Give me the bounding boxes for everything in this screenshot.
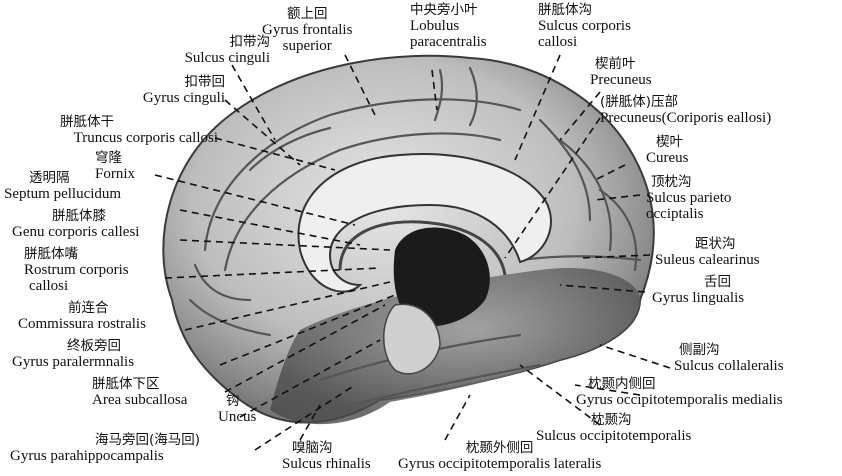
label-gyrus-occipitotemporalis-lateralis: 枕颞外侧回 Gyrus occipitotemporalis lateralis <box>398 440 601 472</box>
label-gyrus-paraterminalis: 终板旁回 Gyrus paralermnalis <box>12 338 134 370</box>
label-commissura-rostralis: 前连合 Commissura rostralis <box>18 300 146 332</box>
label-sulcus-collateralis: 侧副沟 Sulcus collaleralis <box>674 342 784 374</box>
label-genu-corporis-callosi: 胼胝体膝 Genu corporis callesi <box>12 208 139 240</box>
label-gyrus-lingualis: 舌回 Gyrus lingualis <box>652 274 744 306</box>
label-rostrum-corporis-callosi: 胼胝体嘴 Rostrum corporis callosi <box>24 246 129 294</box>
label-uncus: 钩 Uncus <box>218 393 256 425</box>
label-truncus-corporis-callosi: 胼胝体干 Truncus corporis callosi <box>10 114 218 146</box>
label-sulcus-occipitotemporalis: 枕颞沟 Sulcus occipitotemporalis <box>536 412 691 444</box>
label-gyrus-cinguli: 扣带回 Gyrus cinguli <box>100 74 225 106</box>
label-sulcus-corporis-callosi: 胼胝体沟 Sulcus corporis callosi <box>538 2 631 50</box>
label-area-subcallosa: 胼胝体下区 Area subcallosa <box>92 376 187 408</box>
label-septum-pellucidum: 透明隔 Septum pellucidum <box>4 170 121 202</box>
label-sulcus-cinguli: 扣带沟 Sulcus cinguli <box>140 34 270 66</box>
label-precuneus: 楔前叶 Precuneus <box>590 56 652 88</box>
label-gyrus-parahippocampalis: 海马旁回(海马回) Gyrus parahippocampalis <box>90 432 200 464</box>
label-cuneus: 楔叶 Cureus <box>646 134 689 166</box>
label-precuneus-splenium: (胼胝体)压部 Precuneus(Coriporis eallosi) <box>600 94 771 126</box>
label-sulcus-rhinalis: 嗅脑沟 Sulcus rhinalis <box>282 440 371 472</box>
label-sulcus-calcarinus: 距状沟 Suleus calearinus <box>655 236 760 268</box>
label-gyrus-occipitotemporalis-medialis: 枕颞内侧回 Gyrus occipitotemporalis medialis <box>576 376 783 408</box>
label-sulcus-parieto-occipitalis: 顶枕沟 Sulcus parieto occiptalis <box>646 174 731 222</box>
label-lobulus-paracentralis: 中央旁小叶 Lobulus paracentralis <box>410 2 487 50</box>
label-gyrus-frontalis-superior: 额上回 Gyrus frontalis superior <box>262 6 352 54</box>
